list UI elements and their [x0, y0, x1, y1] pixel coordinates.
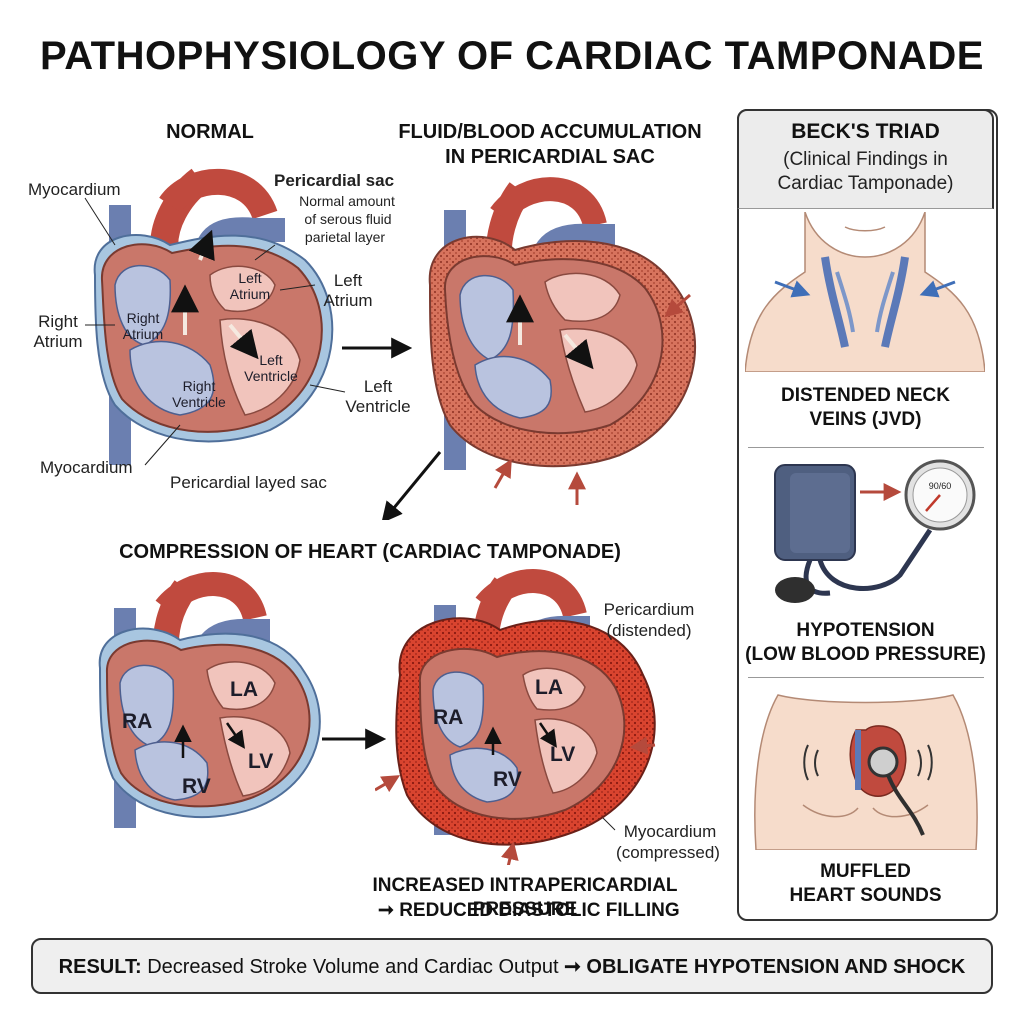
pressure-arrow: ➞: [378, 900, 394, 921]
chamber-lv-early: LV: [248, 750, 274, 773]
compression-heart-early: [98, 572, 321, 828]
stethoscope-chest-illustration: [754, 694, 978, 850]
label-pericardial-layed-sac: Pericardial layed sac: [170, 473, 327, 492]
panel-divider-1: [748, 447, 984, 448]
result-bar: [31, 938, 993, 994]
label-myocardium-bottom: Myocardium: [40, 458, 133, 477]
label-left-ventricle-out: Left Ventricle: [345, 377, 411, 416]
panel-divider-2: [748, 677, 984, 678]
becks-triad-title: BECK'S TRIAD: [791, 120, 940, 143]
label-left-atrium-out: Left Atrium: [323, 271, 373, 310]
label-myocardium: Myocardium: [623, 822, 717, 841]
pressure-line-2-row: ➞ REDUCED DIASTOLIC FILLING: [378, 899, 688, 923]
result-prefix: RESULT:: [58, 956, 142, 978]
label-pericardial-note-3: parietal layer: [304, 229, 386, 245]
finding-2-line-1: HYPOTENSION: [796, 620, 935, 641]
gauge-reading: 90/60: [928, 481, 952, 491]
finding-2-line-2: (LOW BLOOD PRESSURE): [745, 644, 986, 665]
result-text-row: RESULT: Decreased Stroke Volume and Card…: [31, 954, 993, 979]
label-right-atrium-out: Right Atrium: [33, 312, 83, 351]
pressure-line-1: INCREASED INTRAPERICARDIAL PRESSURE: [372, 875, 678, 920]
chamber-rv-tamponade: RV: [493, 768, 522, 791]
label-myocardium-compressed: (compressed): [616, 843, 720, 862]
label-right-ventricle: Right Ventricle: [172, 378, 226, 410]
finding-3-line-1: MUFFLED: [820, 861, 911, 882]
compression-title: COMPRESSION OF HEART (CARDIAC TAMPONADE): [119, 541, 621, 563]
finding-3-line-2: HEART SOUNDS: [789, 885, 942, 906]
normal-title: NORMAL: [166, 121, 254, 143]
result-description: Decreased Stroke Volume and Cardiac Outp…: [147, 956, 559, 978]
becks-triad-subtitle-2: Cardiac Tamponade): [777, 173, 954, 194]
label-pericardial-note-1: Normal amount: [299, 193, 395, 209]
label-pericardium: Pericardium: [603, 600, 695, 619]
label-left-ventricle-in: Left Ventricle: [244, 352, 298, 384]
chamber-la-early: LA: [230, 678, 258, 701]
chamber-rv-early: RV: [182, 775, 211, 798]
chamber-ra-tamponade: RA: [433, 706, 464, 729]
pressure-line-2: REDUCED DIASTOLIC FILLING: [399, 900, 680, 921]
page-title: PATHOPHYSIOLOGY OF CARDIAC TAMPONADE: [40, 34, 984, 78]
chamber-la-tamponade: LA: [535, 676, 563, 699]
accumulation-title-1: FLUID/BLOOD ACCUMULATION: [398, 121, 702, 143]
label-right-atrium-in: Right Atrium: [122, 310, 164, 342]
accumulation-heart-illustration: [428, 177, 697, 505]
accumulation-title-2: IN PERICARDIAL SAC: [445, 146, 655, 168]
neck-veins-illustration: [745, 212, 985, 372]
finding-1-line-1: DISTENDED NECK: [781, 385, 950, 406]
label-pericardial-sac: Pericardial sac: [274, 171, 395, 190]
chamber-lv-tamponade: LV: [550, 743, 576, 766]
result-conclusion: OBLIGATE HYPOTENSION AND SHOCK: [586, 956, 966, 978]
normal-leader-lines: [84, 197, 442, 520]
compression-heart-tamponade: [375, 569, 656, 865]
label-myocardium-top: Myocardium: [28, 180, 121, 199]
bp-cuff-illustration: [774, 459, 976, 603]
label-left-atrium-in: Left Atrium: [229, 270, 271, 302]
label-pericardial-note-2: of serous fluid: [304, 211, 392, 227]
normal-heart-illustration: [93, 168, 334, 465]
becks-triad-header: [737, 109, 994, 209]
result-arrow: ➞: [564, 956, 581, 978]
finding-1-line-2: VEINS (JVD): [809, 409, 922, 430]
label-pericardium-distended: (distended): [606, 621, 692, 640]
chamber-ra-early: RA: [122, 710, 153, 733]
becks-triad-subtitle-1: (Clinical Findings in: [783, 149, 948, 170]
